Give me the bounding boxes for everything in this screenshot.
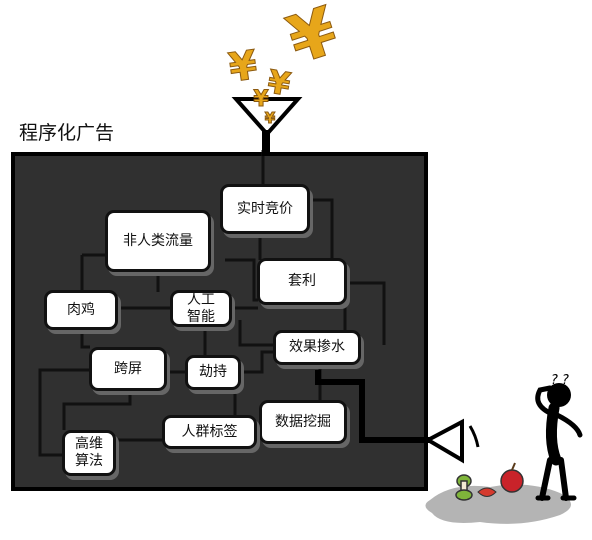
node-arbitrage: 套利 [257,258,347,305]
apple-core-icon [455,474,473,501]
apple-icon [500,462,524,493]
connector [310,198,334,258]
node-audience-tags: 人群标签 [162,415,257,449]
connector [38,368,89,457]
connector [240,350,274,374]
drip-icon [468,425,480,448]
node-hijack: 劫持 [185,355,241,390]
connector [345,281,386,345]
output-nozzle [423,418,464,464]
input-funnel-stem [262,130,270,156]
question-marks: ? ? [551,373,569,388]
node-advanced-algo: 高维 算法 [62,430,116,476]
node-rtb: 实时竞价 [220,184,310,234]
connector [238,320,274,347]
connector [225,258,258,302]
node-broiler: 肉鸡 [44,290,118,330]
yen-icon: ¥ [265,109,276,127]
node-data-mining: 数据挖掘 [259,400,347,444]
input-funnel [231,97,303,138]
connector [62,390,132,430]
node-cross-screen: 跨屏 [89,347,167,391]
node-non-human-traffic: 非人类流量 [105,210,211,272]
output-channel [315,370,436,443]
apple-peel-icon [477,487,497,497]
yen-icon: ¥ [253,87,269,112]
confused-person-icon [535,383,583,501]
yen-icon: ¥ [226,42,260,91]
diagram-title: 程序化广告 [19,122,115,144]
connector [80,330,90,349]
node-fake-effect: 效果掺水 [273,330,361,365]
waste-puddle [425,484,571,524]
node-ai: 人工 智能 [170,290,232,327]
